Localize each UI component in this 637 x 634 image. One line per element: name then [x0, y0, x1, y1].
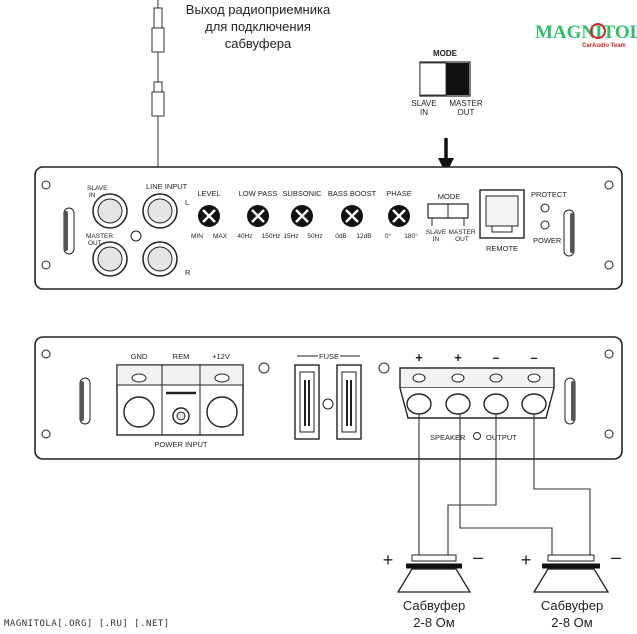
- mode-out-label: OUT: [458, 108, 475, 117]
- knob-subsonic-title: SUBSONIC: [282, 189, 322, 198]
- master-out-label: MASTER: [86, 233, 113, 240]
- panel-mode-master: MASTER: [448, 229, 475, 236]
- power-input-label: POWER INPUT: [155, 440, 208, 449]
- line-input-label: LINE INPUT: [146, 182, 188, 191]
- mode-slave-label: SLAVE: [411, 99, 436, 108]
- channel-r-label: R: [185, 268, 191, 277]
- mode-master-label: MASTER: [449, 99, 483, 108]
- mode-in-label: IN: [420, 108, 428, 117]
- sub2-impedance: 2-8 Ом: [551, 615, 593, 630]
- knob-bass-boost-min: 0dB: [335, 233, 347, 240]
- output-label: OUTPUT: [486, 433, 517, 442]
- channel-l-label: L: [185, 198, 189, 207]
- rca-cable: [151, 0, 165, 186]
- sub1-name: Сабвуфер: [403, 598, 465, 613]
- mode-switch-enlarged: MODE SLAVE IN MASTER OUT: [411, 49, 482, 117]
- knob-phase-min: 0°: [385, 232, 392, 240]
- subwoofer-1: + – Сабвуфер 2-8 Ом: [383, 547, 483, 630]
- bottom-panel: GND REM +12V POWER INPUT FUSE: [34, 336, 623, 460]
- speaker-terminal-block: + + – – SPEAKER OUTPUT: [399, 350, 555, 442]
- sub2-plus: +: [521, 550, 532, 570]
- caption-line-1: Выход радиоприемника: [186, 2, 331, 17]
- rca-jack-master-out[interactable]: [92, 241, 128, 277]
- gnd-label: GND: [131, 352, 148, 361]
- sub2-name: Сабвуфер: [541, 598, 603, 613]
- sub1-impedance: 2-8 Ом: [413, 615, 455, 630]
- knob-low-pass-max: 150Hz: [262, 233, 281, 240]
- rem-label: REM: [173, 352, 190, 361]
- logo-subtitle: CarAudio Team: [582, 43, 626, 49]
- sub2-minus: –: [611, 547, 621, 567]
- knob-phase-title: PHASE: [386, 189, 411, 198]
- speaker-terminal-1[interactable]: [406, 393, 432, 415]
- rca-jack-line-in-l[interactable]: [142, 193, 178, 229]
- knob-bass-boost[interactable]: BASS BOOST 0dB 12dB: [328, 189, 377, 240]
- footer-watermark: MAGNITOLA[.ORG] [.RU] [.NET]: [4, 619, 170, 629]
- power-label: POWER: [533, 236, 562, 245]
- knob-low-pass[interactable]: LOW PASS 40Hz 150Hz: [237, 189, 280, 240]
- polarity-3: –: [492, 350, 499, 365]
- polarity-4: –: [530, 350, 537, 365]
- caption-line-3: сабвуфера: [225, 36, 292, 51]
- plus12v-terminal[interactable]: [206, 396, 238, 428]
- protect-label: PROTECT: [531, 190, 567, 199]
- subwoofer-2: + – Сабвуфер 2-8 Ом: [521, 547, 621, 630]
- plus12v-label: +12V: [212, 352, 230, 361]
- knob-level-title: LEVEL: [197, 189, 220, 198]
- speaker-wires: [418, 414, 591, 555]
- protect-led: PROTECT: [531, 190, 567, 213]
- knob-level-max: MAX: [213, 233, 228, 240]
- panel-mode-slave: SLAVE: [426, 229, 447, 236]
- slave-in-sub: IN: [89, 192, 96, 199]
- knob-phase[interactable]: PHASE 0° 180°: [385, 189, 418, 240]
- down-arrow-icon: [438, 138, 454, 174]
- knob-bass-boost-title: BASS BOOST: [328, 189, 377, 198]
- speaker-label: SPEAKER: [430, 433, 466, 442]
- fuse-block: FUSE: [294, 352, 362, 440]
- knob-level-min: MIN: [191, 233, 203, 240]
- speaker-terminal-2[interactable]: [445, 393, 471, 415]
- panel-mode-in: IN: [433, 236, 440, 243]
- gnd-terminal[interactable]: [123, 396, 155, 428]
- magnitola-logo: MAGNITOLA CarAudio Team: [535, 22, 637, 49]
- knob-low-pass-title: LOW PASS: [239, 189, 278, 198]
- speaker-terminal-3[interactable]: [483, 393, 509, 415]
- knob-subsonic-min: 15Hz: [283, 233, 298, 240]
- mode-switch-panel[interactable]: MODE SLAVE IN MASTER OUT: [426, 192, 476, 243]
- polarity-1: +: [415, 350, 423, 365]
- rca-jack-line-in-r[interactable]: [142, 241, 178, 277]
- speaker-terminal-4[interactable]: [521, 393, 547, 415]
- fuse-1[interactable]: [294, 364, 320, 440]
- panel-mode-out: OUT: [455, 236, 469, 243]
- fuse-label: FUSE: [319, 352, 339, 361]
- master-out-sub: OUT: [88, 240, 102, 247]
- knob-low-pass-min: 40Hz: [237, 233, 252, 240]
- top-panel: SLAVE IN MASTER OUT LINE INPUT L R LEVEL…: [34, 166, 623, 290]
- logo-text: MAGNITOLA: [535, 22, 637, 43]
- panel-mode-title: MODE: [438, 192, 461, 201]
- power-led: POWER: [533, 220, 562, 245]
- power-terminal-block: GND REM +12V POWER INPUT: [116, 352, 244, 449]
- rca-jack-slave-in[interactable]: [92, 193, 128, 229]
- knob-bass-boost-max: 12dB: [356, 233, 371, 240]
- remote-label: REMOTE: [486, 244, 518, 253]
- knob-subsonic-max: 50Hz: [307, 233, 322, 240]
- knob-subsonic[interactable]: SUBSONIC 15Hz 50Hz: [282, 189, 322, 240]
- sub1-plus: +: [383, 550, 394, 570]
- knob-phase-max: 180°: [404, 232, 418, 240]
- sub1-minus: –: [473, 547, 483, 567]
- mode-switch-title: MODE: [433, 49, 458, 58]
- fuse-2[interactable]: [336, 364, 362, 440]
- caption-line-2: для подключения: [205, 19, 311, 34]
- slave-in-label: SLAVE: [87, 185, 108, 192]
- remote-jack[interactable]: REMOTE: [479, 189, 525, 253]
- polarity-2: +: [454, 350, 462, 365]
- knob-level[interactable]: LEVEL MIN MAX: [191, 189, 228, 240]
